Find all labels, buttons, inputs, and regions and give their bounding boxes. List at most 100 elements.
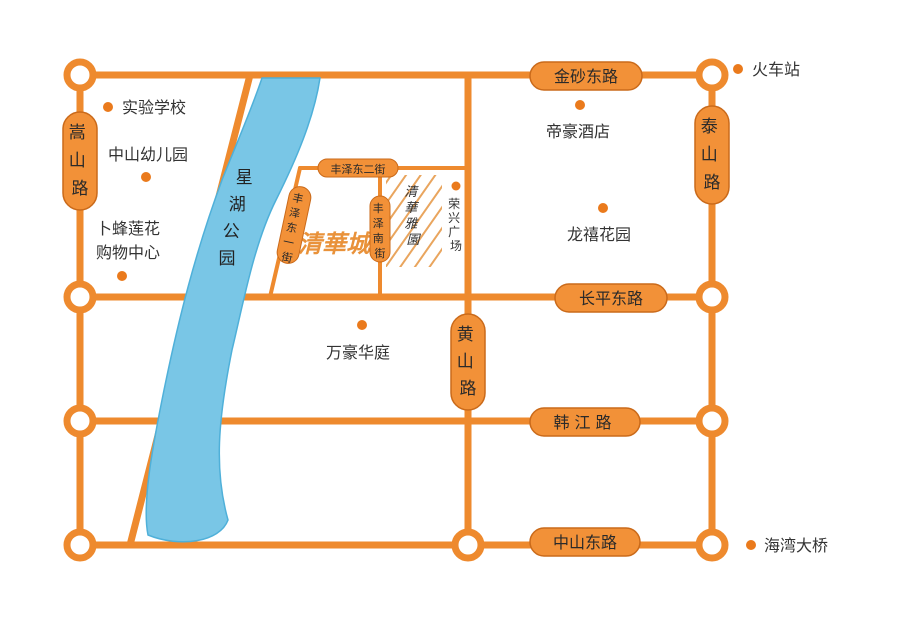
road-label-char: 山 xyxy=(69,151,86,171)
poi-dot xyxy=(733,64,743,74)
street-label-pill xyxy=(369,195,391,263)
road-label-char: 山 xyxy=(457,352,474,372)
road-label-text: 韩江路 xyxy=(553,413,616,432)
road-label-pill xyxy=(62,111,98,211)
street-label-char: 一 xyxy=(282,235,295,250)
street-label-fengze-south: 丰 泽 南 街 xyxy=(369,195,391,263)
river-label-char: 公 xyxy=(223,222,240,242)
road-label-char: 泰 xyxy=(701,117,718,137)
street-label-char: 街 xyxy=(375,246,386,260)
road-label-char: 路 xyxy=(72,179,89,199)
intersection-node xyxy=(695,280,729,314)
river-label-char: 园 xyxy=(219,249,236,269)
road-label-pill xyxy=(529,61,643,91)
project-subname-char: 華 xyxy=(404,201,419,216)
street-label-fengze-east2: 丰泽东二街 xyxy=(317,158,399,178)
road-label-text: 黄 山 路 xyxy=(457,325,479,399)
poi-experimental-school: 实验学校 xyxy=(103,98,186,117)
street-label-text: 丰 泽 南 街 xyxy=(373,202,388,260)
poi-dot xyxy=(598,203,608,213)
road-label-char: 黄 xyxy=(457,325,474,345)
project-subname: 清 華 雅 園 xyxy=(404,185,421,248)
poi-label: 中山幼儿园 xyxy=(108,145,188,164)
poi-label: 实验学校 xyxy=(122,98,186,117)
road-label-char: 嵩 xyxy=(69,123,86,143)
poi-label: 帝豪酒店 xyxy=(546,122,610,141)
poi-zhongshan-kindergarten: 中山幼儿园 xyxy=(108,145,188,182)
street-label-char: 丰 xyxy=(373,202,384,215)
river-label-char: 湖 xyxy=(229,195,246,215)
street-label-char: 泽 xyxy=(288,206,301,221)
xinghu-park-river xyxy=(145,77,321,543)
intersection-node xyxy=(695,58,729,92)
road-label-text: 嵩 山 路 xyxy=(69,123,91,199)
project-hatched-area xyxy=(386,175,442,267)
road-label-jinsha-east: 金砂东路 xyxy=(529,61,643,91)
river-label-char: 星 xyxy=(236,168,253,188)
street-label-char: 街 xyxy=(280,249,294,265)
intersection-node xyxy=(63,404,97,438)
poi-label: 万豪华庭 xyxy=(326,343,390,362)
road-label-text: 泰 山 路 xyxy=(701,117,723,193)
poi-label-char: 荣 xyxy=(448,197,460,211)
poi-label-char: 场 xyxy=(450,239,462,253)
poi-haiwan-bridge: 海湾大桥 xyxy=(746,536,828,555)
poi-dot xyxy=(746,540,756,550)
road-label-char: 路 xyxy=(460,379,477,399)
project-subname-char: 園 xyxy=(406,233,421,248)
street-label-fengze-east1: 丰 泽 东 一 街 xyxy=(276,186,312,265)
poi-dihao-hotel: 帝豪酒店 xyxy=(546,100,610,141)
road-label-char: 山 xyxy=(701,145,718,165)
project-name: 清華城 xyxy=(298,229,374,258)
road-label-text: 中山东路 xyxy=(553,533,617,552)
poi-label: 火车站 xyxy=(752,60,800,79)
poi-dot xyxy=(103,102,113,112)
project-subname-char: 雅 xyxy=(404,217,419,232)
street-label-char: 东 xyxy=(285,221,298,236)
poi-dot xyxy=(117,271,127,281)
poi-label-char: 广 xyxy=(448,225,460,239)
road-label-pill xyxy=(529,527,641,557)
poi-dot xyxy=(141,172,151,182)
street-label-text: 丰 泽 东 一 街 xyxy=(279,191,308,265)
poi-wanhao-court: 万豪华庭 xyxy=(326,320,390,362)
street-label-text: 丰泽东二街 xyxy=(331,162,386,176)
road-label-zhongshan-east: 中山东路 xyxy=(529,527,641,557)
poi-label-char: 兴 xyxy=(448,211,460,225)
road-label-huangshan: 黄 山 路 xyxy=(450,313,486,411)
poi-longxi-garden: 龙禧花园 xyxy=(567,203,631,244)
river-label: 星 湖 公 园 xyxy=(219,168,259,269)
road-label-songshan: 嵩 山 路 xyxy=(62,111,98,211)
road-label-hanjiang: 韩江路 xyxy=(529,407,641,437)
road-label-pill xyxy=(450,313,486,411)
poi-dot xyxy=(575,100,585,110)
poi-label: 购物中心 xyxy=(96,243,160,262)
street-label-pill xyxy=(317,158,399,178)
street-label-char: 丰 xyxy=(291,191,304,206)
intersection-node xyxy=(63,280,97,314)
road-label-pill xyxy=(529,407,641,437)
intersection-node xyxy=(63,58,97,92)
road-label-char: 路 xyxy=(704,173,721,193)
road-label-pill xyxy=(554,283,668,313)
intersection-node xyxy=(63,528,97,562)
poi-rongxing-square: 荣 兴 广 场 xyxy=(448,181,464,253)
intersection-node xyxy=(695,528,729,562)
poi-dot xyxy=(357,320,367,330)
road-label-pill xyxy=(694,105,730,205)
street-label-char: 南 xyxy=(373,232,384,245)
poi-train-station: 火车站 xyxy=(733,60,800,79)
street-label-pill xyxy=(276,186,312,264)
poi-label: 荣 兴 广 场 xyxy=(448,197,464,253)
poi-dot xyxy=(451,181,461,191)
road-label-taishan: 泰 山 路 xyxy=(694,105,730,205)
road-label-text: 长平东路 xyxy=(579,289,643,308)
intersection-node xyxy=(695,404,729,438)
project-subname-char: 清 xyxy=(404,185,419,200)
intersections xyxy=(63,58,729,562)
street-label-char: 泽 xyxy=(373,217,384,230)
poi-label: 海湾大桥 xyxy=(764,536,828,555)
road-label-text: 金砂东路 xyxy=(554,67,618,86)
poi-bufeng-mall: 卜蜂莲花 购物中心 xyxy=(96,219,160,281)
